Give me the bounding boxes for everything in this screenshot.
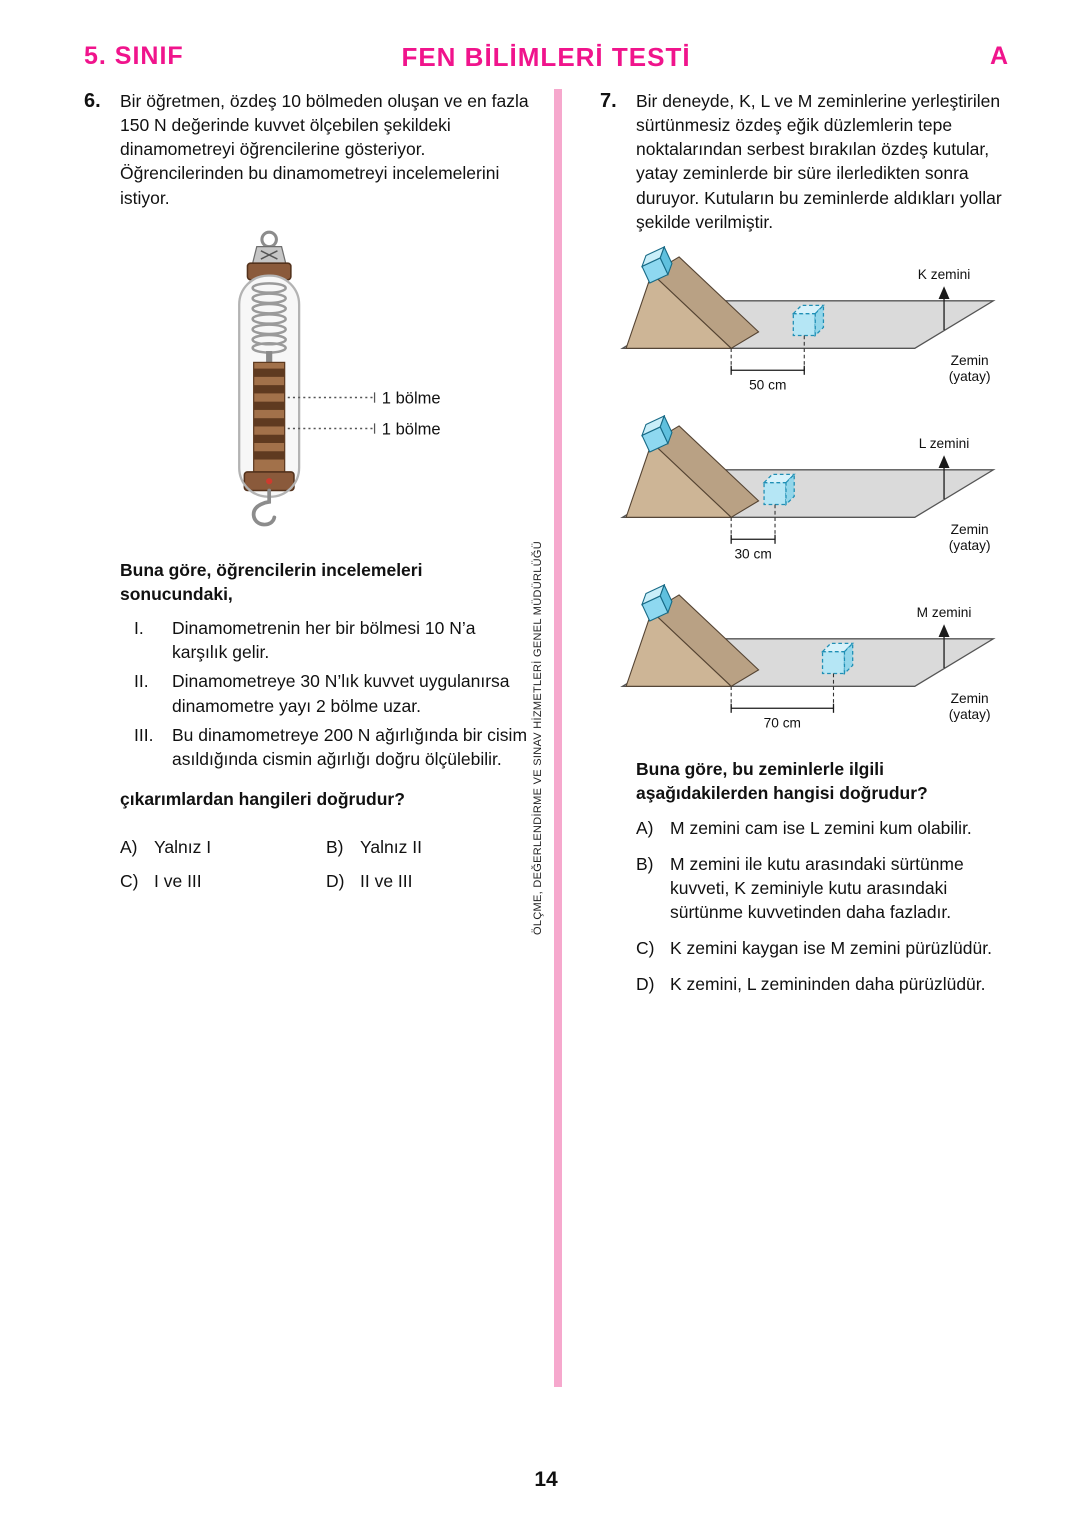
division-label-1: 1 bölme xyxy=(382,388,441,407)
distance-label: 70 cm xyxy=(764,716,801,731)
incline-front-face xyxy=(625,441,733,518)
box-on-floor xyxy=(762,472,796,507)
ground-label-line2: (yatay) xyxy=(949,707,991,722)
spring-coil xyxy=(251,281,287,354)
statement-3: III. Bu dinamometreye 200 N ağırlığında … xyxy=(134,724,528,769)
incline-diagram-m: 70 cm M zemini Zemin (yatay) xyxy=(620,584,996,731)
incline-front-face xyxy=(625,272,733,349)
surface-label: L zemini xyxy=(919,436,969,451)
q7-option-b: B) M zemini ile kutu arasındaki sürtünme… xyxy=(636,853,964,922)
q6-lead: Buna göre, öğrencilerin incelemeleri son… xyxy=(120,559,423,604)
q6-stem: Bir öğretmen, özdeş 10 bölmeden oluşan v… xyxy=(120,91,529,208)
q7-question: Buna göre, bu zeminlerle ilgili aşağıdak… xyxy=(636,759,928,804)
question-7: 7. Bir deneyde, K, L ve M zeminlerine ye… xyxy=(600,89,1008,1008)
q6-option-a: A) Yalnız I xyxy=(120,837,212,858)
surface-label: K zemini xyxy=(918,267,970,282)
dynamometer-illustration: 1 bölme 1 bölme xyxy=(238,230,441,527)
incline-figure-k: 50 cm K zemini Zemin (yatay) xyxy=(606,245,1008,403)
ministry-vertical-text: ÖLÇME, DEĞERLENDİRME VE SINAV HİZMETLERİ… xyxy=(532,541,544,935)
booklet-label: A xyxy=(989,42,1008,70)
q7-stem: Bir deneyde, K, L ve M zeminlerine yerle… xyxy=(636,91,1002,232)
left-column: 6. Bir öğretmen, özdeş 10 bölmeden oluşa… xyxy=(84,89,532,1387)
box-on-incline xyxy=(641,584,673,622)
q7-body: Bir deneyde, K, L ve M zeminlerine yerle… xyxy=(620,89,1008,1008)
indicator-dot xyxy=(266,477,273,485)
q6-option-b: B) Yalnız II xyxy=(326,837,422,858)
box-on-incline xyxy=(641,414,673,453)
q7-options: A) M zemini cam ise L zemini kum olabili… xyxy=(636,816,1008,997)
q7-option-c: C) K zemini kaygan ise M zemini pürüzlüd… xyxy=(636,938,992,959)
question-6: 6. Bir öğretmen, özdeş 10 bölmeden oluşa… xyxy=(84,89,532,893)
ground-label-line2: (yatay) xyxy=(949,538,991,553)
page-number: 14 xyxy=(534,1468,558,1491)
column-divider: ÖLÇME, DEĞERLENDİRME VE SINAV HİZMETLERİ… xyxy=(532,89,576,1387)
test-title: FEN BİLİMLERİ TESTİ xyxy=(401,42,691,72)
up-arrow-head xyxy=(938,624,950,638)
q7-option-d: D) K zemini, L zemininden daha pürüzlüdü… xyxy=(636,974,986,995)
distance-label: 30 cm xyxy=(734,546,771,561)
up-arrow-head xyxy=(938,286,950,299)
q6-option-d: D) II ve III xyxy=(326,871,413,892)
q6-number: 6. xyxy=(84,90,101,112)
page-content: 6. Bir öğretmen, özdeş 10 bölmeden oluşa… xyxy=(84,89,1008,1387)
graduated-rod xyxy=(253,361,286,473)
incline-diagram-k: 50 cm K zemini Zemin (yatay) xyxy=(620,245,996,392)
incline-front-face xyxy=(625,610,733,687)
q7-option-a: A) M zemini cam ise L zemini kum olabili… xyxy=(636,817,972,838)
dynamometer-figure: 1 bölme 1 bölme xyxy=(171,226,481,542)
hanger-ring xyxy=(260,230,278,248)
ground-label-line1: Zemin xyxy=(951,691,989,706)
q6-options: A) Yalnız I B) Yalnız II C) I ve III D xyxy=(120,835,532,893)
ground-label-line2: (yatay) xyxy=(949,369,991,384)
q6-statements: I. Dinamometrenin her bir bölmesi 10 N’a… xyxy=(134,616,532,771)
box-on-incline xyxy=(641,245,673,284)
right-column: 7. Bir deneyde, K, L ve M zeminlerine ye… xyxy=(576,89,1008,1387)
hook xyxy=(251,488,277,527)
box-on-floor xyxy=(820,641,855,676)
incline-figure-m: 70 cm M zemini Zemin (yatay) xyxy=(606,584,1008,741)
surface-label: M zemini xyxy=(917,605,972,620)
q6-question: çıkarımlardan hangileri doğrudur? xyxy=(120,788,405,809)
q6-option-c: C) I ve III xyxy=(120,871,202,892)
box-on-floor xyxy=(791,303,825,337)
q7-number: 7. xyxy=(600,90,617,112)
page-header: 5. SINIF FEN BİLİMLERİ TESTİ A xyxy=(84,42,1008,72)
up-arrow-head xyxy=(938,455,950,468)
division-label-2: 1 bölme xyxy=(382,419,441,438)
incline-figure-l: 30 cm L zemini Zemin (yatay) xyxy=(606,414,1008,572)
ground-label-line1: Zemin xyxy=(951,353,989,368)
grade-label: 5. SINIF xyxy=(84,42,184,70)
distance-label: 50 cm xyxy=(749,377,786,392)
ground-label-line1: Zemin xyxy=(951,522,989,537)
page-footer: 14 xyxy=(84,1468,1008,1498)
statement-2: II. Dinamometreye 30 N’lık kuvvet uygula… xyxy=(134,671,510,716)
q6-body: Bir öğretmen, özdeş 10 bölmeden oluşan v… xyxy=(120,89,532,893)
incline-diagram-l: 30 cm L zemini Zemin (yatay) xyxy=(620,414,996,561)
statement-1: I. Dinamometrenin her bir bölmesi 10 N’a… xyxy=(134,618,476,663)
divider-bar xyxy=(554,89,562,1387)
